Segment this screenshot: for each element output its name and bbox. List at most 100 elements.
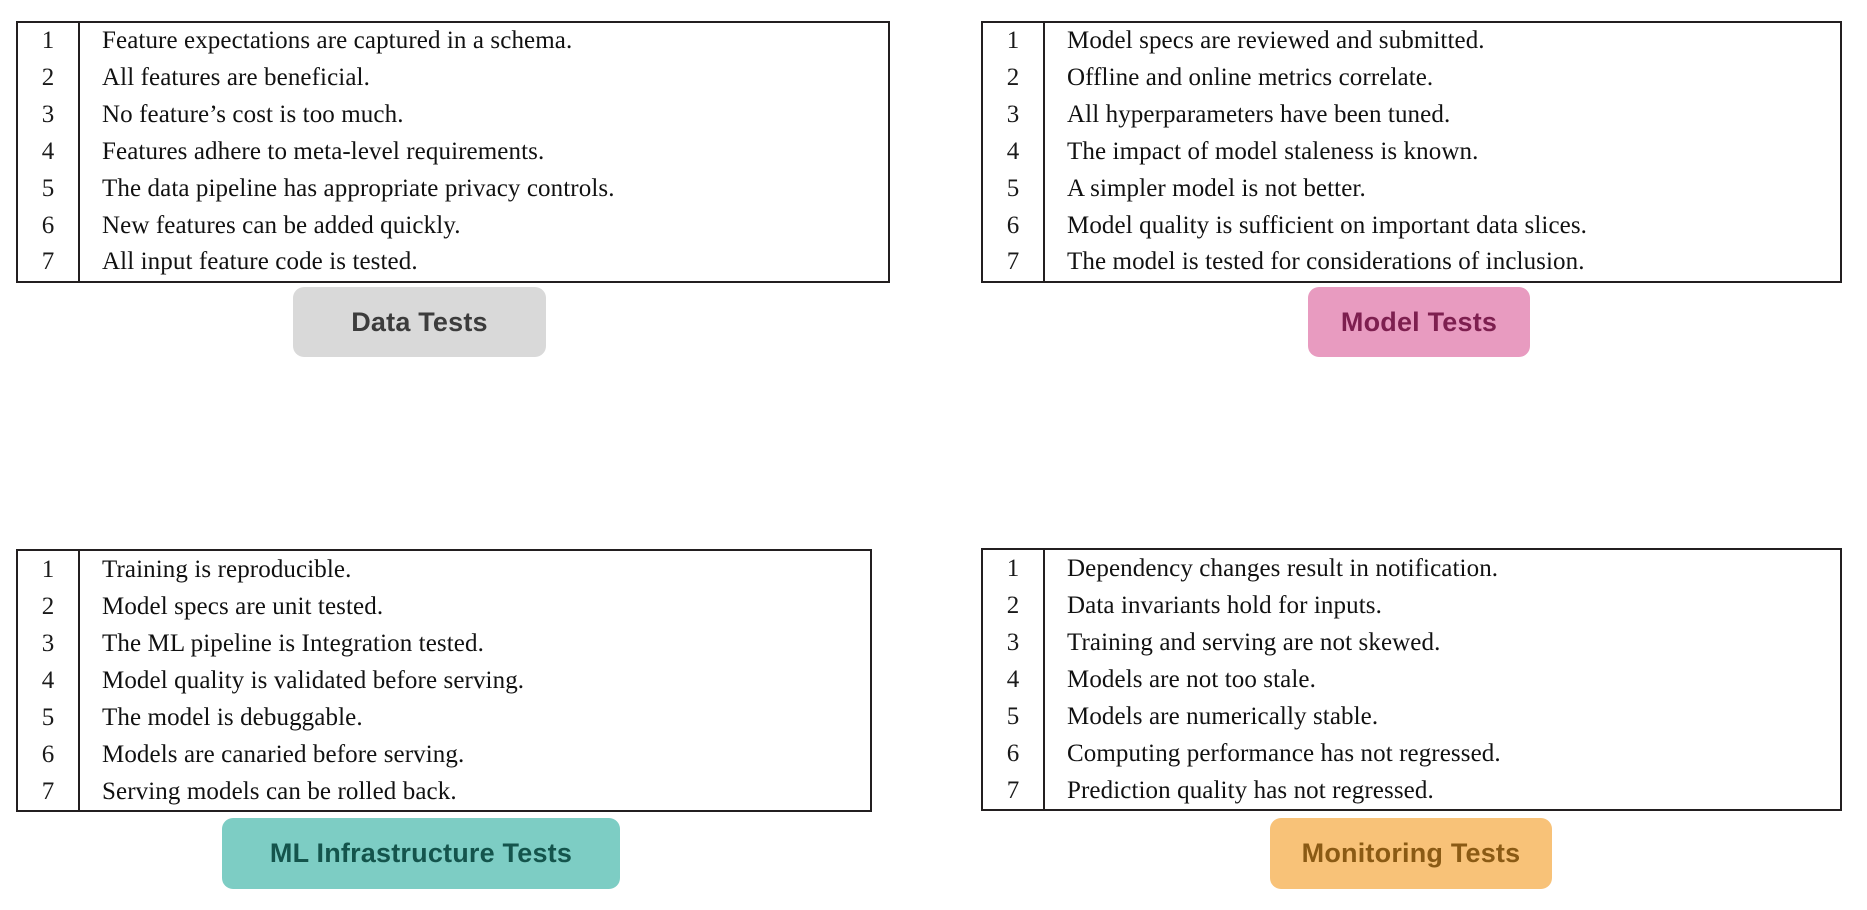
- row-number: 3: [983, 96, 1045, 134]
- row-text: Model quality is sufficient on important…: [1067, 211, 1588, 239]
- table-row: 6 Computing performance has not regressed…: [983, 735, 1840, 772]
- row-text: All input feature code is tested.: [102, 248, 418, 276]
- table-row: 3 No feature’s cost is too much.: [18, 96, 888, 134]
- row-number: 4: [18, 133, 80, 171]
- table-row: 2 Offline and online metrics correlate.: [983, 59, 1840, 97]
- table-row: 4 Features adhere to meta-level requireme…: [18, 133, 888, 171]
- table-row: 7 Prediction quality has not regressed.: [983, 772, 1840, 809]
- row-number: 3: [18, 96, 80, 134]
- row-text: Serving models can be rolled back.: [102, 777, 457, 805]
- data-tests-rows: 1 Feature expectations are captured in a …: [18, 23, 888, 281]
- table-row: 1 Training is reproducible.: [18, 551, 870, 588]
- row-number: 5: [18, 699, 80, 736]
- table-row: 4 Models are not too stale.: [983, 661, 1840, 698]
- row-text: The model is debuggable.: [102, 703, 363, 731]
- row-text: A simpler model is not better.: [1067, 174, 1366, 202]
- table-row: 6 Model quality is sufficient on importan…: [983, 207, 1840, 245]
- data-tests-badge: Data Tests: [293, 287, 546, 357]
- table-row: 3 Training and serving are not skewed.: [983, 624, 1840, 661]
- monitoring-tests-table: 1 Dependency changes result in notificati…: [981, 548, 1842, 811]
- row-text: Dependency changes result in notificatio…: [1067, 554, 1499, 582]
- row-number: 7: [18, 244, 80, 281]
- row-text: All hyperparameters have been tuned.: [1067, 101, 1451, 129]
- table-row: 4 The impact of model staleness is known.: [983, 133, 1840, 171]
- row-text: No feature’s cost is too much.: [102, 101, 404, 129]
- table-row: 3 The ML pipeline is Integration tested.: [18, 625, 870, 662]
- row-number: 6: [18, 207, 80, 245]
- table-row: 5 A simpler model is not better.: [983, 170, 1840, 208]
- row-number: 1: [18, 551, 80, 588]
- model-tests-badge: Model Tests: [1308, 287, 1530, 357]
- row-number: 1: [983, 550, 1045, 587]
- row-number: 2: [18, 588, 80, 625]
- table-row: 7 Serving models can be rolled back.: [18, 773, 870, 810]
- row-text: Data invariants hold for inputs.: [1067, 591, 1382, 619]
- row-number: 2: [983, 59, 1045, 97]
- table-row: 2 All features are beneficial.: [18, 59, 888, 97]
- row-text: Model quality is validated before servin…: [102, 666, 525, 694]
- row-number: 6: [983, 207, 1045, 245]
- ml-infrastructure-tests-table: 1 Training is reproducible. 2 Model specs a…: [16, 549, 872, 812]
- table-row: 5 Models are numerically stable.: [983, 698, 1840, 735]
- row-text: Model specs are unit tested.: [102, 592, 384, 620]
- row-text: Offline and online metrics correlate.: [1067, 64, 1434, 92]
- monitoring-tests-badge: Monitoring Tests: [1270, 818, 1552, 889]
- model-tests-badge-label: Model Tests: [1340, 306, 1498, 337]
- row-text: The data pipeline has appropriate privac…: [102, 174, 615, 202]
- data-tests-badge-label: Data Tests: [351, 306, 488, 337]
- table-row: 6 Models are canaried before serving.: [18, 736, 870, 773]
- ml-infrastructure-tests-badge: ML Infrastructure Tests: [222, 818, 620, 889]
- table-row: 1 Feature expectations are captured in a …: [18, 23, 888, 60]
- row-number: 1: [983, 23, 1045, 60]
- row-text: New features can be added quickly.: [102, 211, 461, 239]
- row-text: Training and serving are not skewed.: [1067, 628, 1441, 656]
- row-number: 3: [983, 624, 1045, 661]
- row-number: 7: [18, 773, 80, 810]
- row-number: 2: [18, 59, 80, 97]
- table-row: 2 Data invariants hold for inputs.: [983, 587, 1840, 624]
- ml-infrastructure-tests-badge-label: ML Infrastructure Tests: [269, 838, 573, 868]
- row-number: 1: [18, 23, 80, 60]
- table-row: 2 Model specs are unit tested.: [18, 588, 870, 625]
- data-tests-table: 1 Feature expectations are captured in a …: [16, 21, 890, 283]
- table-row: 1 Model specs are reviewed and submitted.: [983, 23, 1840, 60]
- table-row: 5 The model is debuggable.: [18, 699, 870, 736]
- row-number: 5: [983, 170, 1045, 208]
- row-text: The impact of model staleness is known.: [1067, 137, 1479, 165]
- row-number: 5: [18, 170, 80, 208]
- row-number: 6: [18, 736, 80, 773]
- monitoring-tests-rows: 1 Dependency changes result in notificati…: [983, 550, 1840, 809]
- row-text: Prediction quality has not regressed.: [1067, 776, 1434, 804]
- row-text: Model specs are reviewed and submitted.: [1067, 27, 1485, 55]
- row-text: The ML pipeline is Integration tested.: [102, 629, 484, 657]
- row-text: All features are beneficial.: [102, 64, 370, 92]
- row-text: Models are not too stale.: [1067, 665, 1316, 693]
- monitoring-tests-badge-label: Monitoring Tests: [1301, 838, 1521, 868]
- row-text: The model is tested for considerations o…: [1067, 248, 1585, 276]
- row-number: 2: [983, 587, 1045, 624]
- row-number: 3: [18, 625, 80, 662]
- model-tests-table: 1 Model specs are reviewed and submitted.…: [981, 21, 1842, 283]
- table-row: 7 All input feature code is tested.: [18, 244, 888, 281]
- row-number: 4: [18, 662, 80, 699]
- row-text: Models are numerically stable.: [1067, 702, 1379, 730]
- table-row: 6 New features can be added quickly.: [18, 207, 888, 245]
- row-number: 4: [983, 661, 1045, 698]
- table-row: 3 All hyperparameters have been tuned.: [983, 96, 1840, 134]
- table-row: 5 The data pipeline has appropriate priva…: [18, 170, 888, 208]
- row-number: 4: [983, 133, 1045, 171]
- row-text: Models are canaried before serving.: [102, 740, 465, 768]
- table-row: 4 Model quality is validated before servi…: [18, 662, 870, 699]
- row-text: Feature expectations are captured in a s…: [102, 27, 573, 55]
- row-text: Features adhere to meta-level requiremen…: [102, 137, 545, 165]
- row-text: Computing performance has not regressed.: [1067, 739, 1501, 767]
- row-number: 7: [983, 244, 1045, 281]
- model-tests-rows: 1 Model specs are reviewed and submitted.…: [983, 23, 1840, 281]
- table-row: 1 Dependency changes result in notificati…: [983, 550, 1840, 587]
- ml-infrastructure-tests-rows: 1 Training is reproducible. 2 Model specs a…: [18, 551, 870, 810]
- row-number: 7: [983, 772, 1045, 809]
- row-number: 5: [983, 698, 1045, 735]
- table-row: 7 The model is tested for considerations …: [983, 244, 1840, 281]
- row-text: Training is reproducible.: [102, 555, 352, 583]
- row-number: 6: [983, 735, 1045, 772]
